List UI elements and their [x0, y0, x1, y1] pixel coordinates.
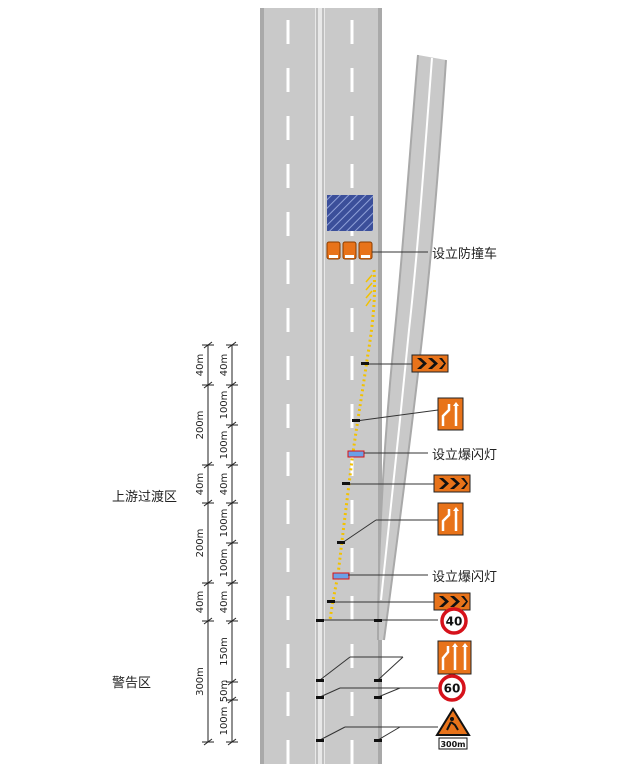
work-area [327, 195, 373, 231]
flash-light [332, 572, 350, 580]
lane-dash [350, 596, 354, 620]
dimension-label: 100m [219, 707, 230, 736]
dimension-label: 40m [219, 354, 230, 376]
lane-dash [286, 452, 290, 476]
lane-dash [350, 404, 354, 428]
dimension-label: 200m [195, 529, 206, 558]
lane-dash [350, 644, 354, 668]
dimension-label: 40m [195, 591, 206, 613]
speed-limit-sign-60: 60 [438, 674, 466, 702]
lane-dash [350, 692, 354, 716]
road-works-sign: 300m [435, 707, 471, 750]
chevron-sign-1 [411, 354, 449, 373]
lane-dash [286, 356, 290, 380]
lane-merge-sign-2 [437, 502, 464, 536]
lane-dash [286, 20, 290, 44]
crash-truck-annotation: 设立防撞车 [432, 247, 498, 262]
crash-trucks [326, 241, 373, 260]
lane-dash [350, 164, 354, 188]
leader-lines [319, 251, 439, 741]
warning-zone-label: 警告区 [112, 676, 152, 691]
dimension-label: 50m [219, 680, 230, 702]
lane-dash [286, 740, 290, 764]
speed-limit-value: 40 [446, 615, 463, 629]
dimension-label: 150m [219, 637, 230, 666]
lane-dash [286, 212, 290, 236]
cone-teeth [365, 274, 373, 307]
lane-dash [286, 260, 290, 284]
flash-light-annotation-2: 设立爆闪灯 [432, 570, 498, 585]
dimension-label: 200m [195, 411, 206, 440]
flash-light [347, 450, 365, 458]
dimension-label: 40m [219, 591, 230, 613]
lane-closed-sign [437, 640, 472, 675]
lane-dash [350, 740, 354, 764]
exit-ramp [377, 54, 447, 641]
dimension-label: 100m [219, 509, 230, 538]
dimension-label: 40m [195, 473, 206, 495]
dimension-label: 300m [195, 667, 206, 696]
lane-dash [286, 68, 290, 92]
chevron-sign-3 [433, 592, 471, 611]
lane-dash [286, 308, 290, 332]
dimension-labels: 40m 200m 40m 200m 40m 300m 40m 100m 100m 40m 100m 1… [195, 354, 230, 736]
lane-dash [350, 308, 354, 332]
lane-merge-sign-1 [437, 397, 464, 431]
flash-light-annotation-1: 设立爆闪灯 [432, 448, 498, 463]
cone-taper-line [328, 269, 377, 621]
dimension-label: 100m [219, 431, 230, 460]
lane-dash [286, 548, 290, 572]
lane-dash [286, 644, 290, 668]
lane-dash [286, 164, 290, 188]
lane-dash [286, 500, 290, 524]
dimension-label: 100m [219, 391, 230, 420]
dimension-label: 40m [195, 354, 206, 376]
lane-dash [350, 548, 354, 572]
speed-limit-sign-40: 40 [440, 607, 468, 635]
dimension-label: 40m [219, 473, 230, 495]
lane-dash [350, 500, 354, 524]
lane-dash [350, 116, 354, 140]
distance-plate-text: 300m [440, 740, 465, 749]
lane-dash [350, 356, 354, 380]
dimension-label: 100m [219, 549, 230, 578]
lane-dash [350, 68, 354, 92]
chevron-sign-2 [433, 474, 471, 493]
sign-posts [316, 362, 382, 742]
lane-dash [286, 596, 290, 620]
lane-dash [350, 20, 354, 44]
lane-dash [286, 116, 290, 140]
lane-dash [350, 260, 354, 284]
dimension-lines [202, 341, 238, 746]
speed-limit-value: 60 [444, 682, 461, 696]
upstream-transition-zone-label: 上游过渡区 [112, 490, 178, 505]
lane-dash [286, 404, 290, 428]
lane-dash [286, 692, 290, 716]
